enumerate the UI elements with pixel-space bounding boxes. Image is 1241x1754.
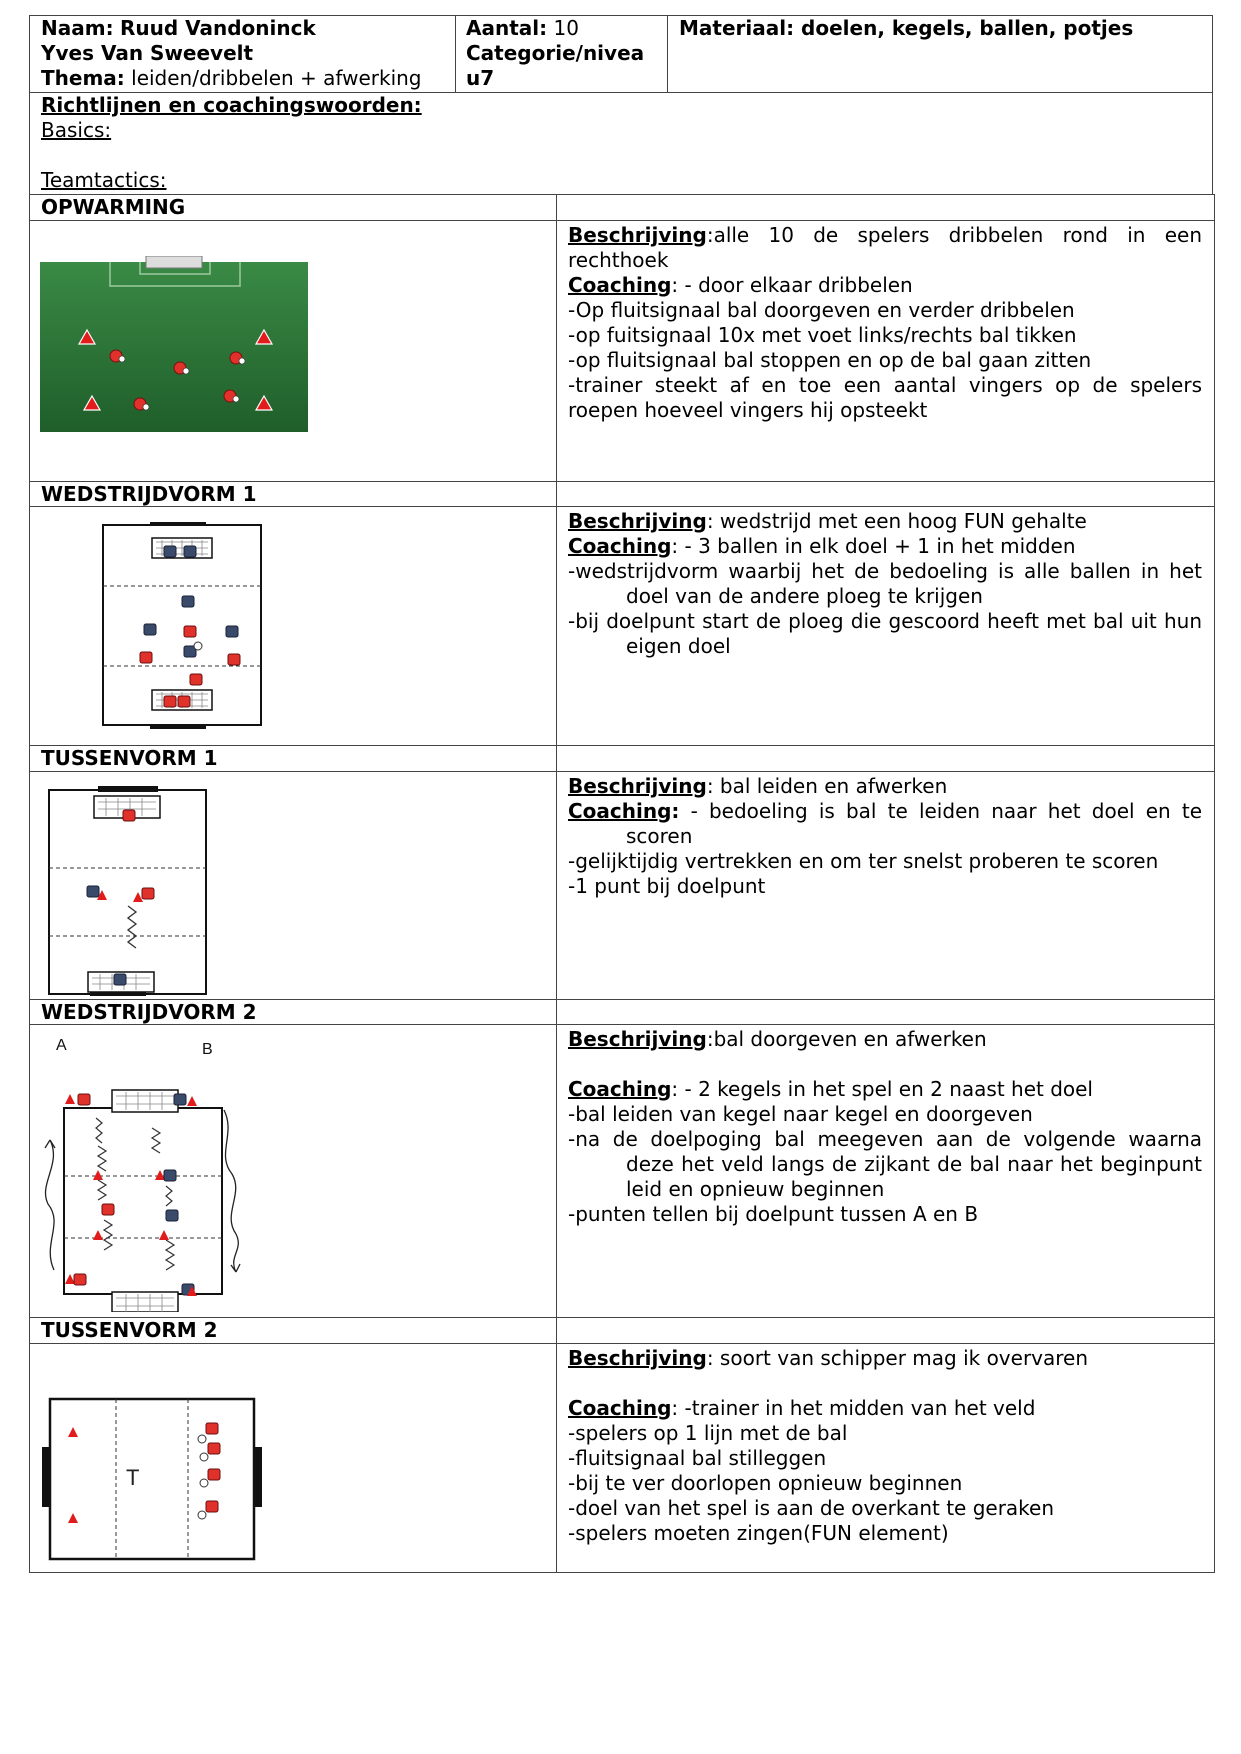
- row-line: [29, 745, 1215, 746]
- coaching-label: Coaching: [568, 1396, 672, 1420]
- coaching-line: : - door elkaar dribbelen: [671, 273, 913, 297]
- diagram-wedstrijdvorm-1: [102, 522, 262, 729]
- categorie-label: Categorie/nivea: [466, 41, 645, 65]
- coaching-line: -spelers moeten zingen(FUN element): [568, 1521, 949, 1545]
- beschrijving-text: : bal leiden en afwerken: [706, 774, 948, 798]
- section-title-wedstrijdvorm-2: WEDSTRIJDVORM 2: [41, 1000, 257, 1024]
- thema-label: Thema:: [41, 66, 125, 90]
- coaching-line: -bal leiden van kegel naar kegel en door…: [568, 1102, 1033, 1126]
- header-cell-naam: Naam: Ruud Vandoninck Yves Van Sweevelt …: [29, 15, 456, 93]
- coaching-label: Coaching: [568, 273, 672, 297]
- coaching-line: -gelijktijdig vertrekken en om ter snels…: [568, 849, 1159, 873]
- beschrijving-label: Beschrijving: [568, 1346, 707, 1370]
- naam-label: Naam:: [41, 16, 114, 40]
- diagram-tussenvorm-2: T: [42, 1397, 262, 1561]
- coaching-line: -punten tellen bij doelpunt tussen A en …: [568, 1202, 979, 1226]
- trainer-label: T: [126, 1465, 139, 1490]
- coaching-line: : - 3 ballen in elk doel + 1 in het midd…: [671, 534, 1076, 558]
- coaching-label: Coaching: [568, 534, 672, 558]
- beschrijving-label: Beschrijving: [568, 774, 707, 798]
- coaching-line: -na de doelpoging bal meegeven aan de vo…: [568, 1127, 1202, 1201]
- section-title-tussenvorm-2: TUSSENVORM 2: [41, 1318, 218, 1342]
- sections-table: [29, 194, 1215, 1573]
- naam-2: Yves Van Sweevelt: [41, 41, 254, 65]
- thema-value: leiden/dribbelen + afwerking: [131, 66, 422, 90]
- beschrijving-text: :alle 10 de spelers dribbelen rond in ee…: [568, 223, 1202, 272]
- coaching-line: -Op fluitsignaal bal doorgeven en verder…: [568, 298, 1075, 322]
- row-line: [29, 1343, 1215, 1344]
- row-line: [29, 1024, 1215, 1025]
- aantal-value: 10: [553, 16, 579, 40]
- header-cell-aantal: Aantal: 10 Categorie/nivea u7: [455, 15, 668, 93]
- beschrijving-text: : soort van schipper mag ik overvaren: [706, 1346, 1089, 1370]
- row-line: [29, 481, 1215, 482]
- header-cell-materiaal: Materiaal: doelen, kegels, ballen, potje…: [667, 15, 1213, 93]
- row-line: [29, 1317, 1215, 1318]
- coaching-line: -op fuitsignaal 10x met voet links/recht…: [568, 323, 1077, 347]
- description-tussenvorm-1: Beschrijving: bal leiden en afwerken Coa…: [568, 774, 1202, 898]
- basics-label: Basics:: [41, 118, 112, 142]
- description-wedstrijdvorm-1: Beschrijving: wedstrijd met een hoog FUN…: [557, 507, 1214, 659]
- beschrijving-label: Beschrijving: [568, 509, 707, 533]
- beschrijving-text: : wedstrijd met een hoog FUN gehalte: [706, 509, 1087, 533]
- coaching-label: Coaching: [568, 1077, 672, 1101]
- coaching-line: -bij doelpunt start de ploeg die gescoor…: [568, 609, 1202, 658]
- row-line: [29, 999, 1215, 1000]
- row-line: [29, 771, 1215, 772]
- coaching-line: : - 2 kegels in het spel en 2 naast het …: [671, 1077, 1093, 1101]
- diagram-label-a: A: [56, 1037, 67, 1054]
- materiaal-text: Materiaal: doelen, kegels, ballen, potje…: [679, 16, 1134, 40]
- coaching-line: -wedstrijdvorm waarbij het de bedoeling …: [568, 559, 1202, 608]
- coaching-line: -spelers op 1 lijn met de bal: [568, 1421, 848, 1445]
- aantal-label: Aantal:: [466, 16, 548, 40]
- coaching-line: : -trainer in het midden van het veld: [671, 1396, 1036, 1420]
- section-title-opwarming: OPWARMING: [41, 195, 186, 219]
- diagram-label-b: B: [202, 1041, 213, 1058]
- coaching-line: -bij te ver doorlopen opnieuw beginnen: [568, 1471, 963, 1495]
- coaching-line: -fluitsignaal bal stilleggen: [568, 1446, 827, 1470]
- description-opwarming: Beschrijving:alle 10 de spelers dribbele…: [557, 221, 1214, 423]
- richtlijnen-title: Richtlijnen en coachingswoorden:: [41, 93, 422, 117]
- diagram-tussenvorm-1: [48, 786, 207, 996]
- coaching-line: -doel van het spel is aan de overkant te…: [568, 1496, 1055, 1520]
- teamtactics-label: Teamtactics:: [41, 168, 167, 192]
- description-wedstrijdvorm-2: Beschrijving:bal doorgeven en afwerken C…: [557, 1025, 1214, 1227]
- diagram-wedstrijdvorm-2: A B: [44, 1037, 241, 1312]
- coaching-line: - bedoeling is bal te leiden naar het do…: [626, 799, 1202, 848]
- richtlijnen-cell: Richtlijnen en coachingswoorden: Basics:…: [29, 92, 1213, 195]
- diagram-opwarming: [40, 256, 308, 432]
- section-title-tussenvorm-1: TUSSENVORM 1: [41, 746, 218, 770]
- beschrijving-text: :bal doorgeven en afwerken: [706, 1027, 987, 1051]
- categorie-value: u7: [466, 66, 495, 90]
- description-tussenvorm-2: Beschrijving: soort van schipper mag ik …: [557, 1344, 1214, 1546]
- column-divider: [556, 194, 557, 1573]
- coaching-line: -1 punt bij doelpunt: [568, 874, 766, 898]
- coaching-label: Coaching: [568, 799, 672, 823]
- coaching-line: -op fluitsignaal bal stoppen en op de ba…: [568, 348, 1092, 372]
- naam-1: Ruud Vandoninck: [119, 16, 316, 40]
- beschrijving-label: Beschrijving: [568, 223, 707, 247]
- row-line: [29, 506, 1215, 507]
- coaching-line: -trainer steekt af en toe een aantal vin…: [568, 373, 1202, 422]
- section-title-wedstrijdvorm-1: WEDSTRIJDVORM 1: [41, 482, 257, 506]
- row-line: [29, 220, 1215, 221]
- beschrijving-label: Beschrijving: [568, 1027, 707, 1051]
